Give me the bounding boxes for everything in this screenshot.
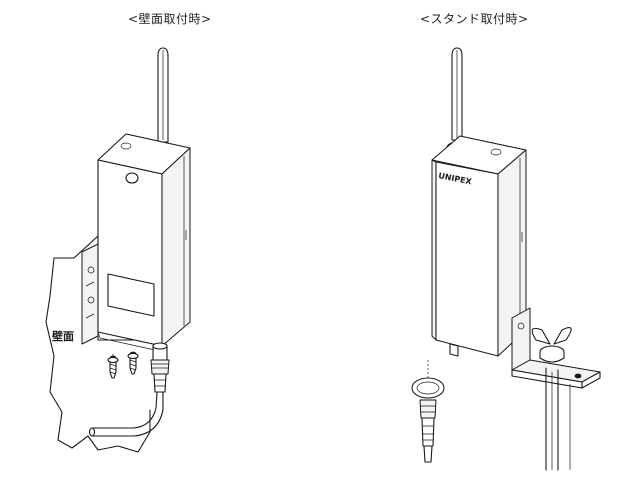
stand-bracket bbox=[511, 307, 601, 389]
label-plate bbox=[107, 273, 155, 317]
wall-bracket bbox=[81, 243, 99, 345]
wall-mount-caption: <壁面取付時> bbox=[128, 12, 212, 26]
wall-panel bbox=[45, 235, 151, 453]
bnc-plug bbox=[419, 399, 437, 463]
wall-mount-figure: 壁面 bbox=[45, 47, 191, 453]
screw-left bbox=[107, 354, 119, 379]
wall-label: 壁面 bbox=[52, 329, 74, 343]
indicator-hole bbox=[125, 172, 139, 184]
device-front bbox=[97, 159, 163, 347]
stand-pole bbox=[545, 367, 559, 471]
bnc-connector bbox=[150, 342, 170, 393]
stand-mount-figure: UNIPEX bbox=[411, 47, 601, 471]
wing-nut bbox=[531, 327, 572, 363]
device-side-right bbox=[431, 159, 437, 341]
device-side bbox=[161, 147, 191, 347]
stand-mount-caption: <スタンド取付時> bbox=[420, 12, 529, 26]
coax-cable bbox=[91, 391, 158, 429]
screw-right bbox=[127, 351, 139, 375]
device-front-right bbox=[435, 161, 499, 357]
